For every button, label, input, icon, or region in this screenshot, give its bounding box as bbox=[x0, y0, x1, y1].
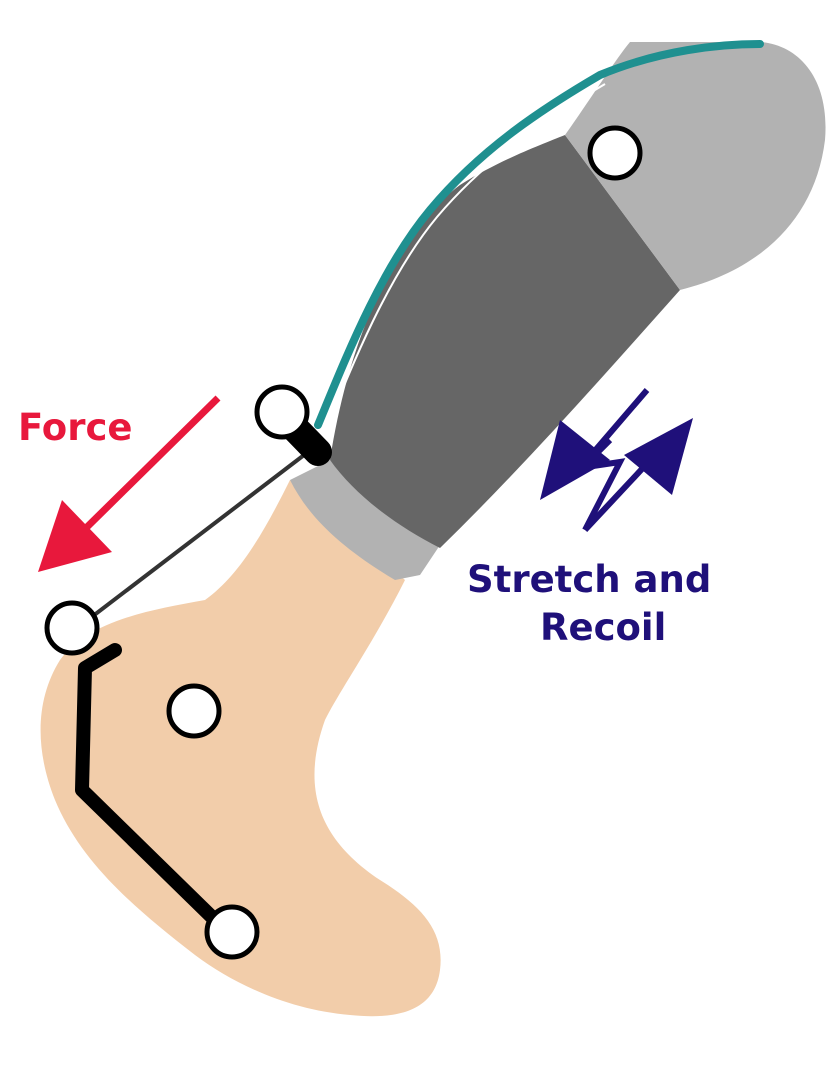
stretch-label-line2: Recoil bbox=[540, 606, 666, 649]
marker-heel bbox=[44, 600, 100, 656]
foot-skin bbox=[40, 480, 441, 1017]
marker-thigh bbox=[587, 125, 643, 181]
sock-light-ankle bbox=[290, 460, 440, 580]
linkage-cable bbox=[70, 450, 310, 634]
marker-ankle bbox=[166, 683, 222, 739]
marker-knee-clamp bbox=[254, 384, 310, 440]
heel-linkage bbox=[75, 643, 227, 932]
spring-blade bbox=[314, 40, 764, 429]
arrow-down-left-icon bbox=[38, 395, 221, 572]
double-arrow-icon bbox=[540, 388, 693, 533]
stretch-label-line1: Stretch and bbox=[467, 558, 711, 601]
sleeve-dark bbox=[330, 135, 680, 548]
spring-blade-highlight bbox=[325, 83, 606, 431]
force-label: Force bbox=[18, 406, 132, 449]
sock-light-thigh bbox=[565, 42, 826, 290]
marker-toe bbox=[204, 904, 260, 960]
